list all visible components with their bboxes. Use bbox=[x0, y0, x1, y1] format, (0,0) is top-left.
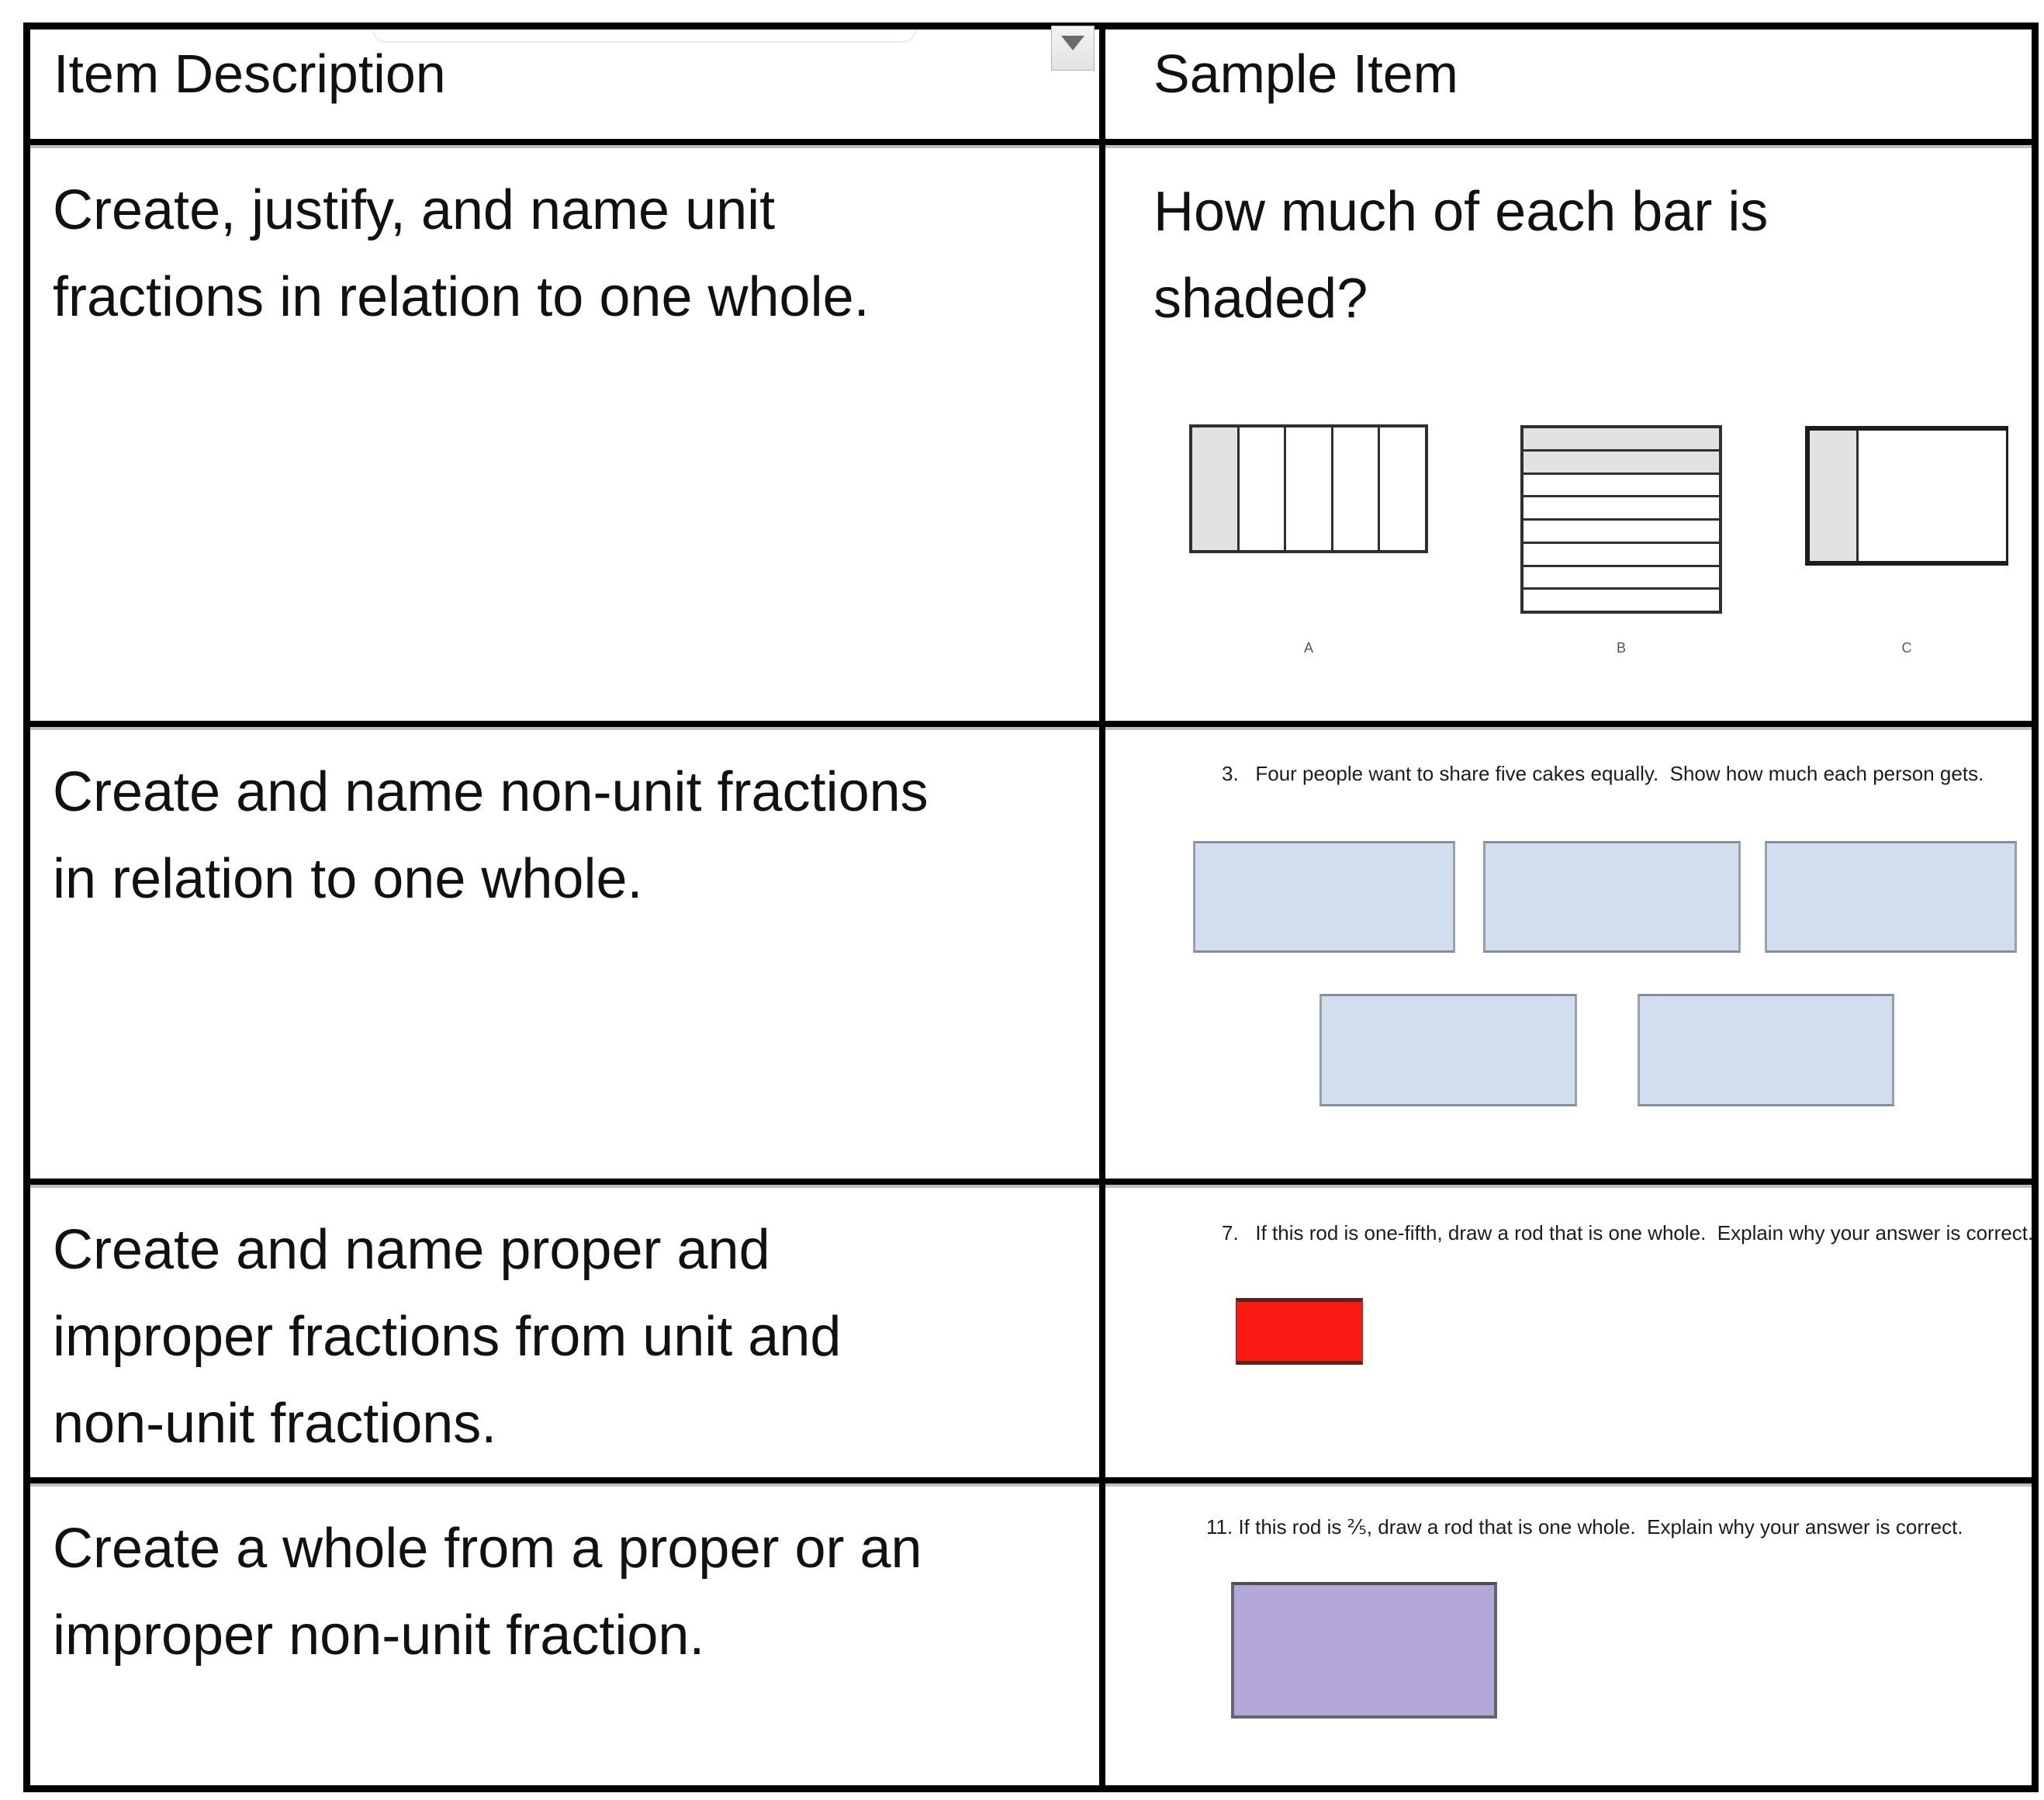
row4-sample-question: 11. If this rod is ⅖, draw a rod that is… bbox=[1206, 1515, 1963, 1539]
row1-sample-heading: How much of each bar is shaded? bbox=[1153, 181, 1769, 330]
row1-sample-cell: How much of each bar is shaded? A B C bbox=[1105, 145, 2032, 727]
floating-toolbar-pill bbox=[372, 29, 916, 43]
row2-description-cell: Create and name non-unit fractions in re… bbox=[30, 727, 1105, 1185]
row3-sample-cell: 7. If this rod is one-fifth, draw a rod … bbox=[1105, 1185, 2034, 1483]
cake-rectangle bbox=[1319, 994, 1577, 1106]
header-cell-sample-item: Sample Item bbox=[1105, 29, 2032, 145]
item-sample-table: Item Description Sample Item Create, jus… bbox=[23, 22, 2039, 1792]
header-cell-item-description: Item Description bbox=[30, 26, 1105, 145]
fraction-bar-a bbox=[1189, 424, 1428, 553]
row1-description-cell: Create, justify, and name unit fractions… bbox=[30, 145, 1105, 727]
cake-rectangle bbox=[1765, 841, 2017, 953]
fraction-bar-b bbox=[1520, 425, 1722, 614]
bar-label-a: A bbox=[1303, 640, 1313, 656]
column-header-item-description: Item Description bbox=[54, 43, 446, 104]
column-header-sample-item: Sample Item bbox=[1153, 43, 1458, 104]
dropdown-arrow-icon bbox=[1061, 36, 1084, 50]
row3-description-cell: Create and name proper and improper frac… bbox=[30, 1185, 1105, 1483]
row4-sample-cell: 11. If this rod is ⅖, draw a rod that is… bbox=[1105, 1483, 2032, 1785]
purple-rod-two-fifths bbox=[1231, 1582, 1497, 1719]
red-rod-one-fifth bbox=[1236, 1298, 1363, 1365]
row1-description-text: Create, justify, and name unit fractions… bbox=[53, 179, 870, 328]
row2-sample-cell: 3. Four people want to share five cakes … bbox=[1105, 727, 2032, 1185]
cake-rectangle bbox=[1638, 994, 1894, 1106]
table-dropdown-button[interactable] bbox=[1051, 26, 1095, 71]
cake-rectangle bbox=[1193, 841, 1455, 953]
row2-description-text: Create and name non-unit fractions in re… bbox=[53, 761, 929, 910]
row3-sample-question: 7. If this rod is one-fifth, draw a rod … bbox=[1222, 1221, 2034, 1244]
row4-description-text: Create a whole from a proper or an impro… bbox=[53, 1518, 922, 1667]
row3-description-text: Create and name proper and improper frac… bbox=[53, 1219, 842, 1455]
cake-rectangle bbox=[1483, 841, 1741, 953]
bar-label-b: B bbox=[1616, 640, 1626, 656]
fraction-bar-c bbox=[1805, 426, 2008, 566]
bar-label-c: C bbox=[1901, 640, 1912, 656]
row4-description-cell: Create a whole from a proper or an impro… bbox=[30, 1483, 1105, 1785]
row2-sample-question: 3. Four people want to share five cakes … bbox=[1222, 762, 1984, 785]
